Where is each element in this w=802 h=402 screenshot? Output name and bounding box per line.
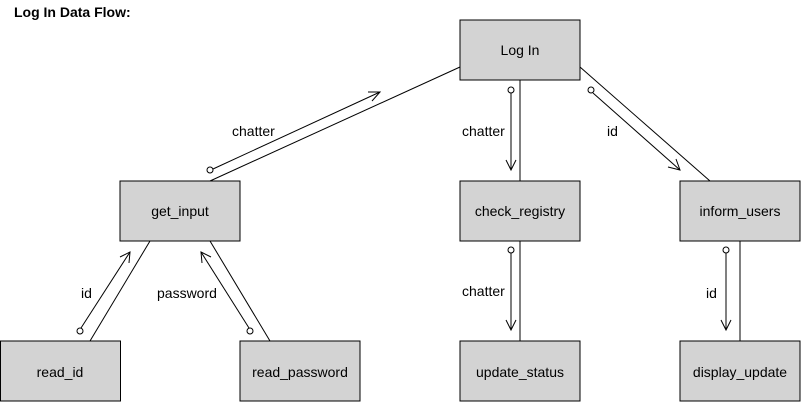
flow-log-in-to-inform-users (587, 86, 681, 171)
flow-label-get-input-to-log-in: chatter (232, 123, 275, 139)
connectors (89, 66, 741, 342)
node-label-update-status: update_status (476, 364, 564, 380)
node-label-display-update: display_update (693, 364, 787, 380)
edge-log-in-inform-users (579, 66, 711, 182)
flow-label-log-in-to-inform-users: id (607, 123, 618, 139)
flow-log-in-to-check-registry (505, 86, 517, 172)
edge-get-input-read-id (89, 240, 151, 342)
node-label-get-input: get_input (151, 203, 209, 219)
flow-label-inform-users-to-display-update: id (706, 285, 717, 301)
node-check-registry: check_registry (459, 180, 581, 242)
node-label-check-registry: check_registry (475, 203, 565, 219)
flow-get-input-to-log-in (206, 91, 382, 174)
node-label-read-id: read_id (37, 364, 84, 380)
flow-check-registry-to-update-status (505, 246, 517, 332)
flow-label-check-registry-to-update-status: chatter (462, 283, 505, 299)
node-label-read-password: read_password (252, 364, 348, 380)
flow-label-read-password-to-get-input: password (157, 285, 217, 301)
node-inform-users: inform_users (679, 180, 801, 242)
edge-log-in-get-input (209, 66, 461, 182)
node-read-password: read_password (239, 340, 361, 402)
edge-get-input-read-password (209, 240, 271, 342)
flow-read-password-to-get-input (200, 251, 254, 335)
flow-read-id-to-get-input (76, 251, 131, 335)
node-label-inform-users: inform_users (700, 203, 781, 219)
flow-label-log-in-to-check-registry: chatter (462, 123, 505, 139)
node-get-input: get_input (119, 180, 241, 242)
data-flows (76, 86, 732, 335)
node-update-status: update_status (459, 340, 581, 402)
flow-label-read-id-to-get-input: id (81, 285, 92, 301)
diagram-title: Log In Data Flow: (14, 4, 131, 20)
node-display-update: display_update (679, 340, 801, 402)
node-read-id: read_id (0, 340, 121, 402)
flow-inform-users-to-display-update (720, 246, 732, 332)
flow-labels: chatter chatter id id password chatter i… (81, 123, 717, 301)
node-log-in: Log In (459, 19, 581, 81)
node-label-log-in: Log In (501, 42, 540, 58)
